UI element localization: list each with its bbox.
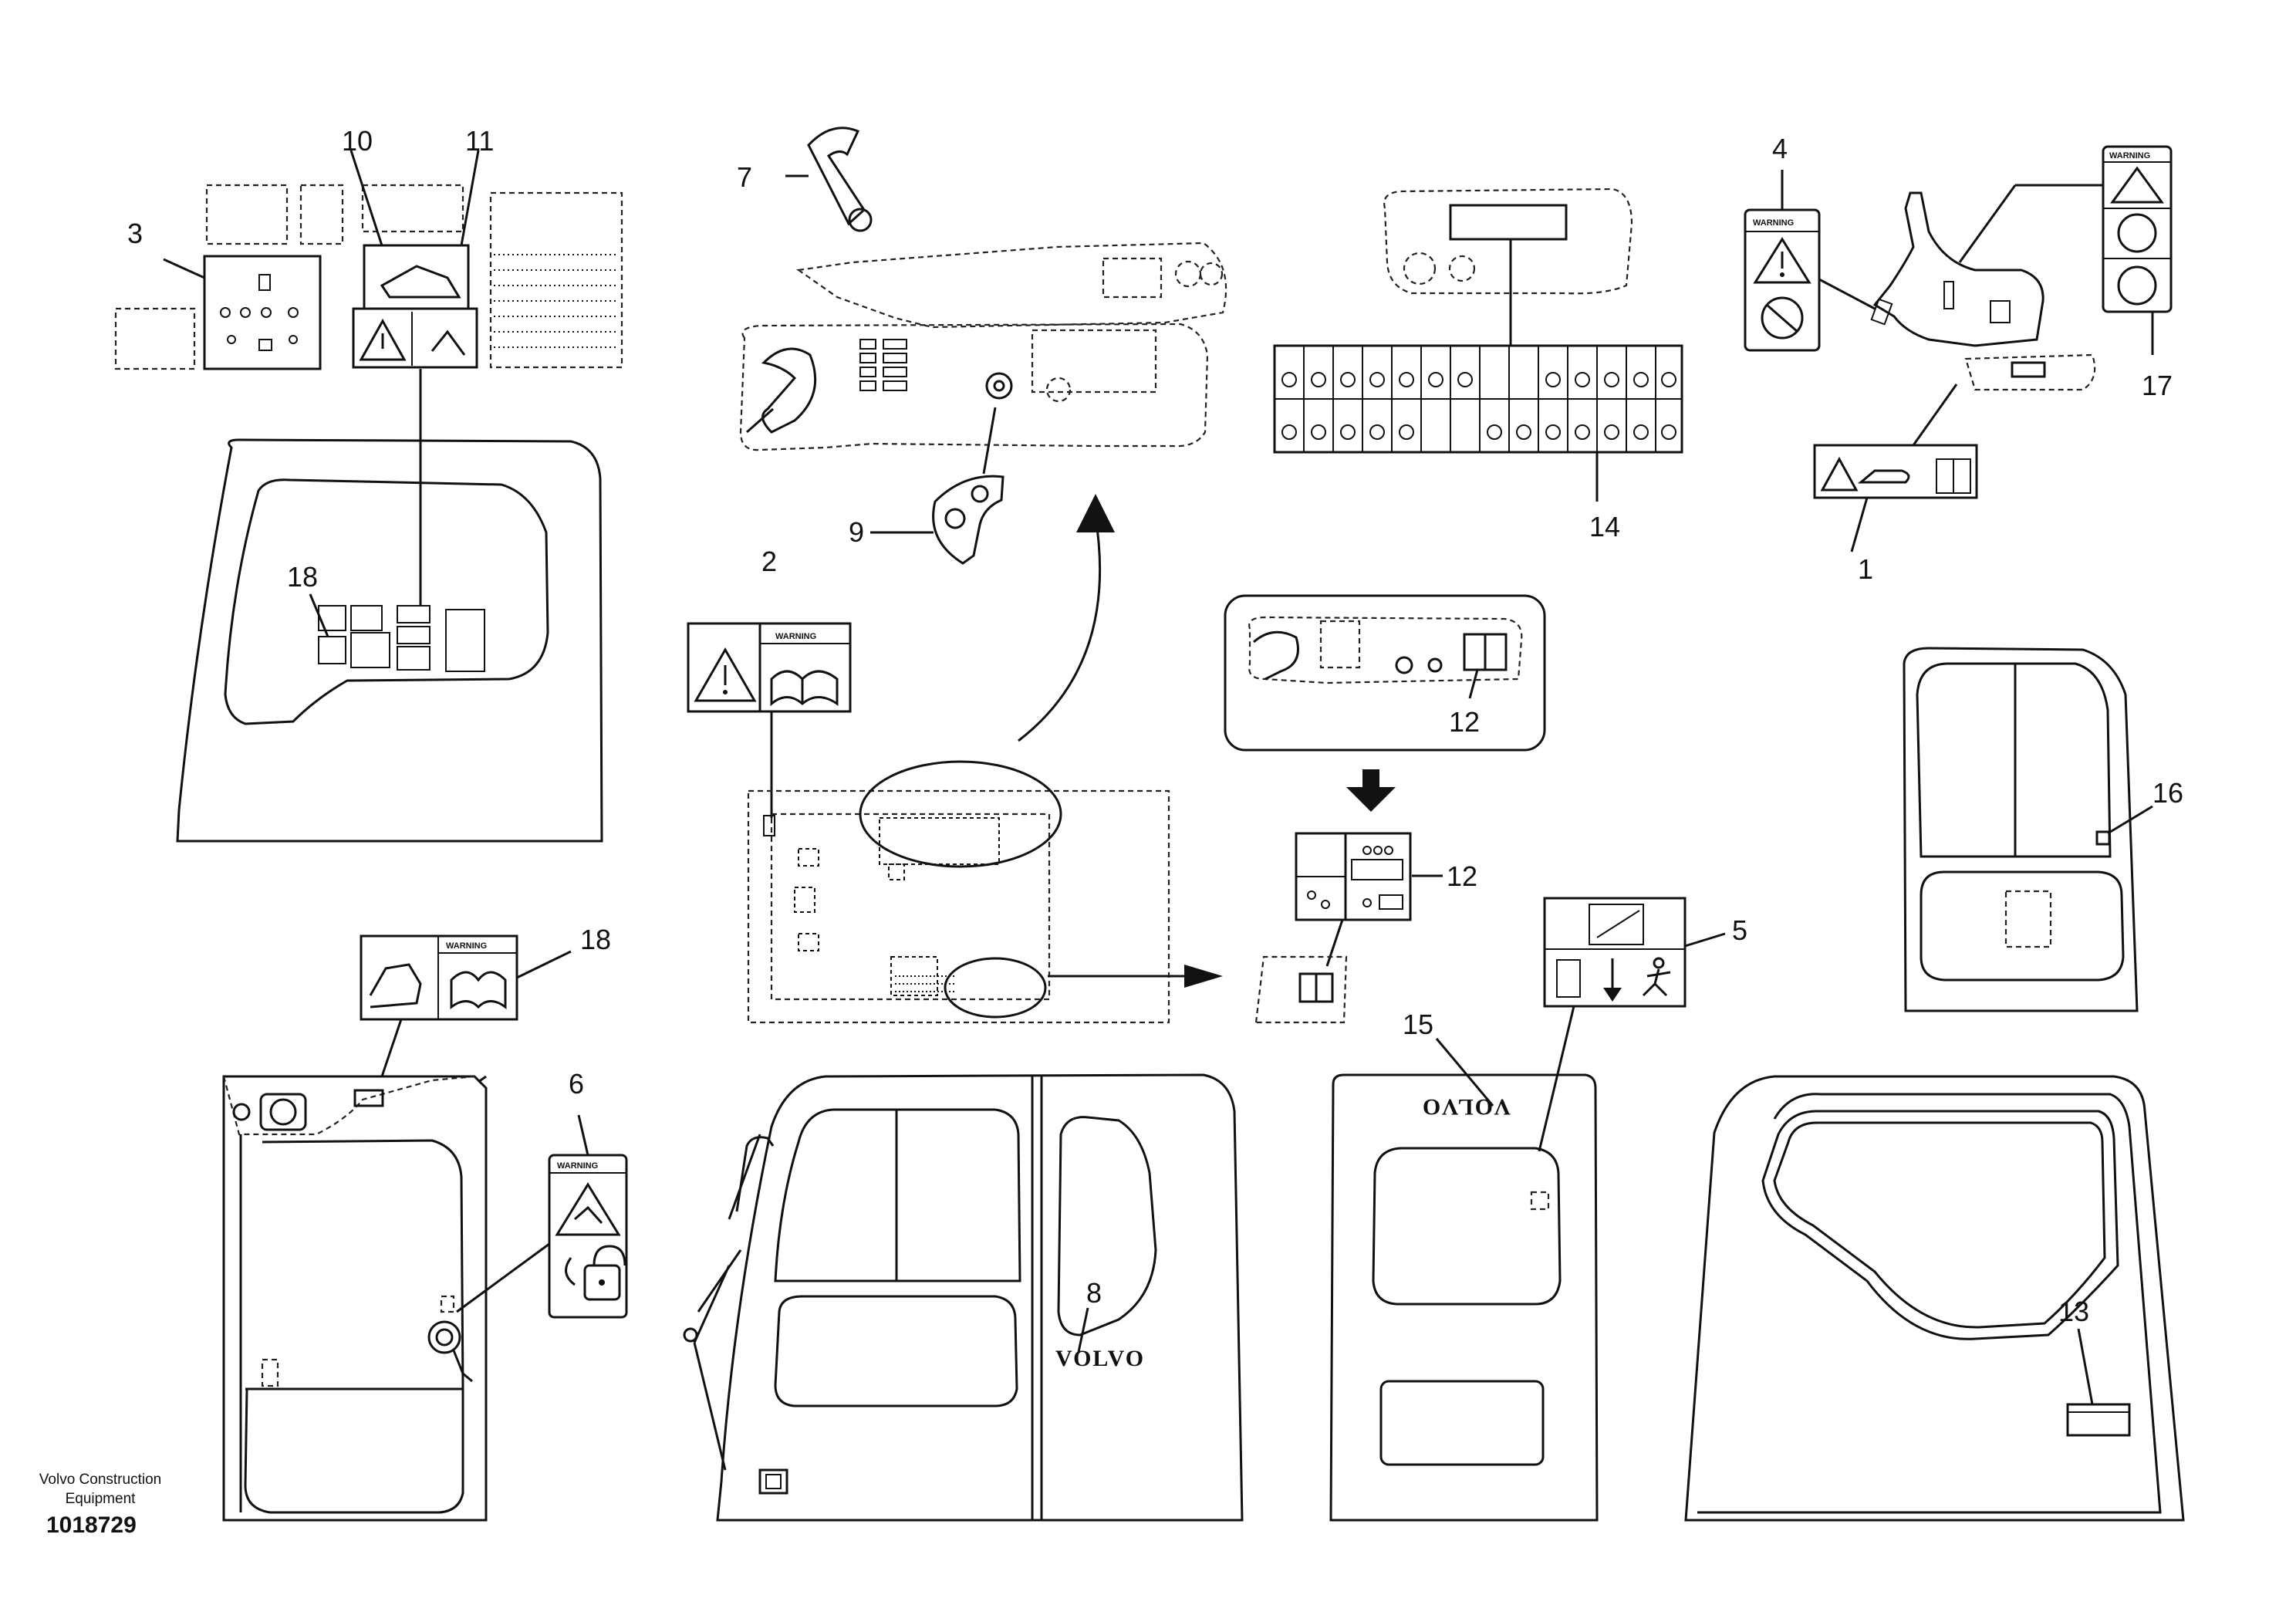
- svg-text:WARNING: WARNING: [775, 632, 816, 641]
- decal-5: [1538, 897, 1726, 1152]
- callout-8: 8: [1086, 1277, 1102, 1309]
- joystick-assembly: WARNING WARNING: [1744, 145, 2173, 552]
- decal-17: [2102, 145, 2173, 313]
- callout-13: 13: [2058, 1296, 2089, 1327]
- callout-17: 17: [2142, 370, 2173, 401]
- callout-10: 10: [342, 125, 373, 157]
- decal-7: [807, 127, 866, 226]
- callout-11: 11: [465, 125, 494, 157]
- callout-12a: 12: [1449, 706, 1480, 738]
- decal-cluster-top-left: [114, 150, 623, 606]
- cab-floor-plan: [747, 760, 1170, 1024]
- svg-text:VOLVO: VOLVO: [1055, 1346, 1145, 1371]
- console-assembly: [739, 127, 1227, 565]
- decal-9: [932, 475, 1004, 565]
- arrow-right: [1048, 965, 1223, 988]
- door-right-16: [1903, 647, 2153, 1012]
- decal-12: [1254, 832, 1443, 1024]
- callout-2: 2: [761, 546, 777, 577]
- callout-5: 5: [1732, 914, 1747, 946]
- cab-side-8: VOLVO: [683, 1073, 1244, 1522]
- callout-7: 7: [737, 161, 752, 193]
- callout-1: 1: [1858, 553, 1873, 585]
- decal-14: [1273, 188, 1683, 502]
- curved-arrow-up: [1018, 494, 1115, 742]
- callout-3: 3: [127, 218, 143, 249]
- callout-18a: 18: [287, 561, 318, 593]
- decal-6: WARNING: [548, 1114, 628, 1319]
- callout-14: 14: [1589, 511, 1620, 542]
- callout-15: 15: [1403, 1009, 1433, 1040]
- callout-9: 9: [849, 516, 864, 548]
- arrow-down: [1346, 769, 1396, 812]
- callout-4: 4: [1772, 133, 1788, 164]
- cab-rear-15: VOLVO: [1329, 1038, 1599, 1522]
- cab-rear-panel: [176, 438, 603, 843]
- company-label: Volvo Construction Equipment: [39, 1472, 162, 1507]
- decal-10: [363, 244, 470, 310]
- callout-6: 6: [569, 1068, 584, 1100]
- svg-text:VOLVO: VOLVO: [1421, 1094, 1511, 1120]
- door-right-13: [1684, 1075, 2185, 1522]
- svg-text:WARNING: WARNING: [557, 1161, 598, 1171]
- door-left-6: [222, 1075, 550, 1522]
- detail-12: [1224, 594, 1546, 752]
- decal-18: WARNING: [360, 934, 572, 1077]
- svg-text:WARNING: WARNING: [1753, 218, 1794, 228]
- svg-text:WARNING: WARNING: [446, 941, 487, 951]
- callout-16: 16: [2152, 777, 2183, 809]
- svg-text:WARNING: WARNING: [2109, 151, 2150, 161]
- callout-12b: 12: [1447, 860, 1477, 892]
- callout-18b: 18: [580, 924, 611, 955]
- decal-2: WARNING: [687, 622, 852, 818]
- drawing-number: 1018729: [46, 1512, 137, 1538]
- callout-labels: 1 2 3 4 5 6 7 8 9 10 11 12 12 13 14 15 1…: [127, 125, 2183, 1327]
